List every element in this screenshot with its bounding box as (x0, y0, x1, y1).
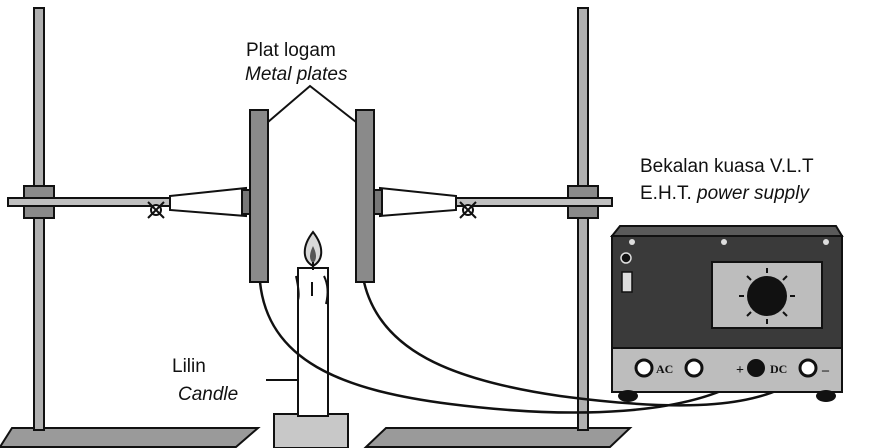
ac-label: AC (656, 362, 673, 376)
dc-negative-terminal (798, 358, 818, 378)
candle-label-malay: Lilin (172, 356, 206, 377)
supply-screw-icon (629, 239, 635, 245)
right-stand-base (363, 427, 633, 448)
supply-screw-icon (823, 239, 829, 245)
candle-flame-icon (303, 230, 323, 270)
plates-label-english: Metal plates (245, 64, 348, 85)
supply-screw-icon (721, 239, 727, 245)
wire-left-plate (258, 281, 761, 414)
ac-terminal-left (634, 358, 654, 378)
ac-terminal-right (684, 358, 704, 378)
supply-top-panel (609, 225, 844, 237)
left-metal-plate (249, 109, 269, 283)
plates-pointer-line (267, 84, 357, 123)
supply-label-english-prefix: E.H.T. (640, 183, 692, 204)
supply-label-english: E.H.T. power supply (640, 183, 809, 205)
supply-label-english-italic: power supply (697, 183, 809, 204)
power-indicator-light (620, 252, 632, 264)
wire-right-plate (362, 281, 809, 407)
candle-label-english: Candle (178, 384, 239, 405)
dc-label: DC (770, 362, 787, 376)
supply-foot (816, 390, 836, 402)
supply-foot (618, 390, 638, 402)
candle-holder (273, 413, 349, 448)
right-wing-nut-icon (459, 201, 477, 219)
left-stand-base (0, 427, 261, 448)
supply-label-malay: Bekalan kuasa V.L.T (640, 156, 814, 177)
right-retort-stand (361, 7, 633, 448)
right-metal-plate (355, 109, 375, 283)
right-clamp-jaw (379, 186, 457, 218)
plates-label-malay: Plat logam (246, 40, 336, 61)
left-wing-nut-icon (147, 201, 165, 219)
dc-minus-sign: – (821, 363, 830, 378)
dc-positive-terminal (747, 359, 765, 377)
dc-plus-sign: + (736, 363, 744, 378)
left-clamp-jaw (169, 186, 247, 218)
eht-power-supply: AC + DC – (609, 225, 844, 402)
power-switch (621, 271, 633, 293)
candle-wax-drip (295, 275, 329, 305)
voltage-dial-icon (739, 268, 795, 324)
left-retort-stand (0, 7, 263, 448)
